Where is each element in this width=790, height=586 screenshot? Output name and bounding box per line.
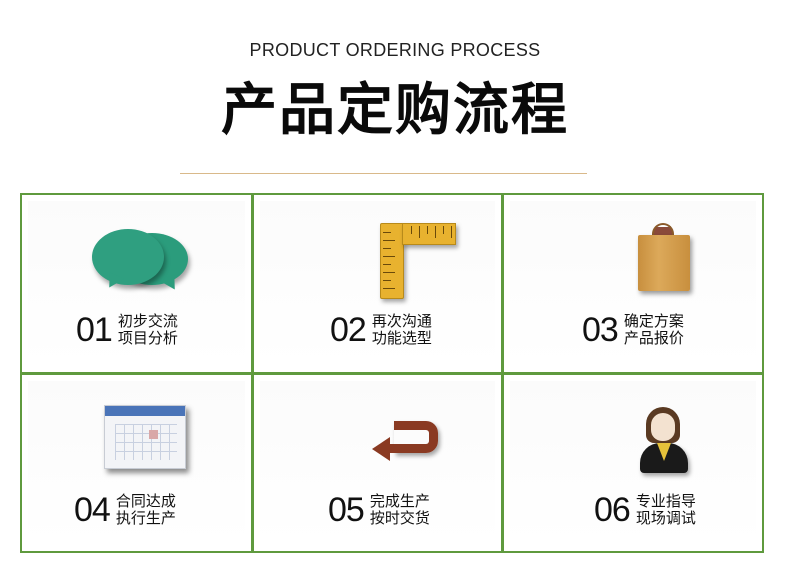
- step-text-line2: 现场调试: [635, 509, 696, 527]
- step-number: 02: [330, 311, 367, 349]
- step-number: 05: [328, 491, 365, 529]
- step-number: 03: [582, 311, 619, 349]
- step-label-02: 02 再次沟通 功能选型: [330, 311, 432, 349]
- page-title: 产品定购流程: [221, 78, 569, 143]
- step-text-line1: 初步交流: [117, 312, 178, 330]
- chat-bubbles-icon: [92, 227, 192, 297]
- step-card-03: 03 确定方案 产品报价: [504, 195, 762, 375]
- step-number: 04: [74, 491, 111, 529]
- support-agent-icon: [640, 407, 690, 475]
- step-text-line1: 专业指导: [635, 492, 696, 510]
- step-number: 01: [76, 311, 113, 349]
- step-card-05: 05 完成生产 按时交货: [254, 375, 504, 551]
- step-text-line1: 完成生产: [369, 492, 430, 510]
- step-text-line1: 再次沟通: [371, 312, 432, 330]
- step-text-line1: 确定方案: [623, 312, 684, 330]
- step-card-06: 06 专业指导 现场调试: [504, 375, 762, 551]
- step-number: 06: [594, 491, 631, 529]
- step-label-04: 04 合同达成 执行生产: [74, 491, 176, 529]
- step-text-line2: 项目分析: [117, 329, 178, 347]
- ruler-icon: [380, 223, 460, 303]
- subtitle-english: PRODUCT ORDERING PROCESS: [249, 40, 541, 60]
- calendar-icon: [104, 405, 190, 475]
- return-arrow-icon: [372, 421, 442, 465]
- step-text-line2: 执行生产: [115, 509, 176, 527]
- step-text-line2: 功能选型: [371, 329, 432, 347]
- step-label-03: 03 确定方案 产品报价: [582, 311, 684, 349]
- title-divider: [180, 173, 587, 174]
- shopping-bag-icon: [638, 221, 694, 295]
- step-card-02: 02 再次沟通 功能选型: [254, 195, 504, 375]
- step-label-01: 01 初步交流 项目分析: [76, 311, 178, 349]
- step-card-01: 01 初步交流 项目分析: [22, 195, 254, 375]
- step-text-line1: 合同达成: [115, 492, 176, 510]
- step-card-04: 04 合同达成 执行生产: [22, 375, 254, 551]
- process-grid: 01 初步交流 项目分析: [20, 193, 764, 553]
- step-text-line2: 按时交货: [369, 509, 430, 527]
- step-text-line2: 产品报价: [623, 329, 684, 347]
- step-label-06: 06 专业指导 现场调试: [594, 491, 696, 529]
- step-label-05: 05 完成生产 按时交货: [328, 491, 430, 529]
